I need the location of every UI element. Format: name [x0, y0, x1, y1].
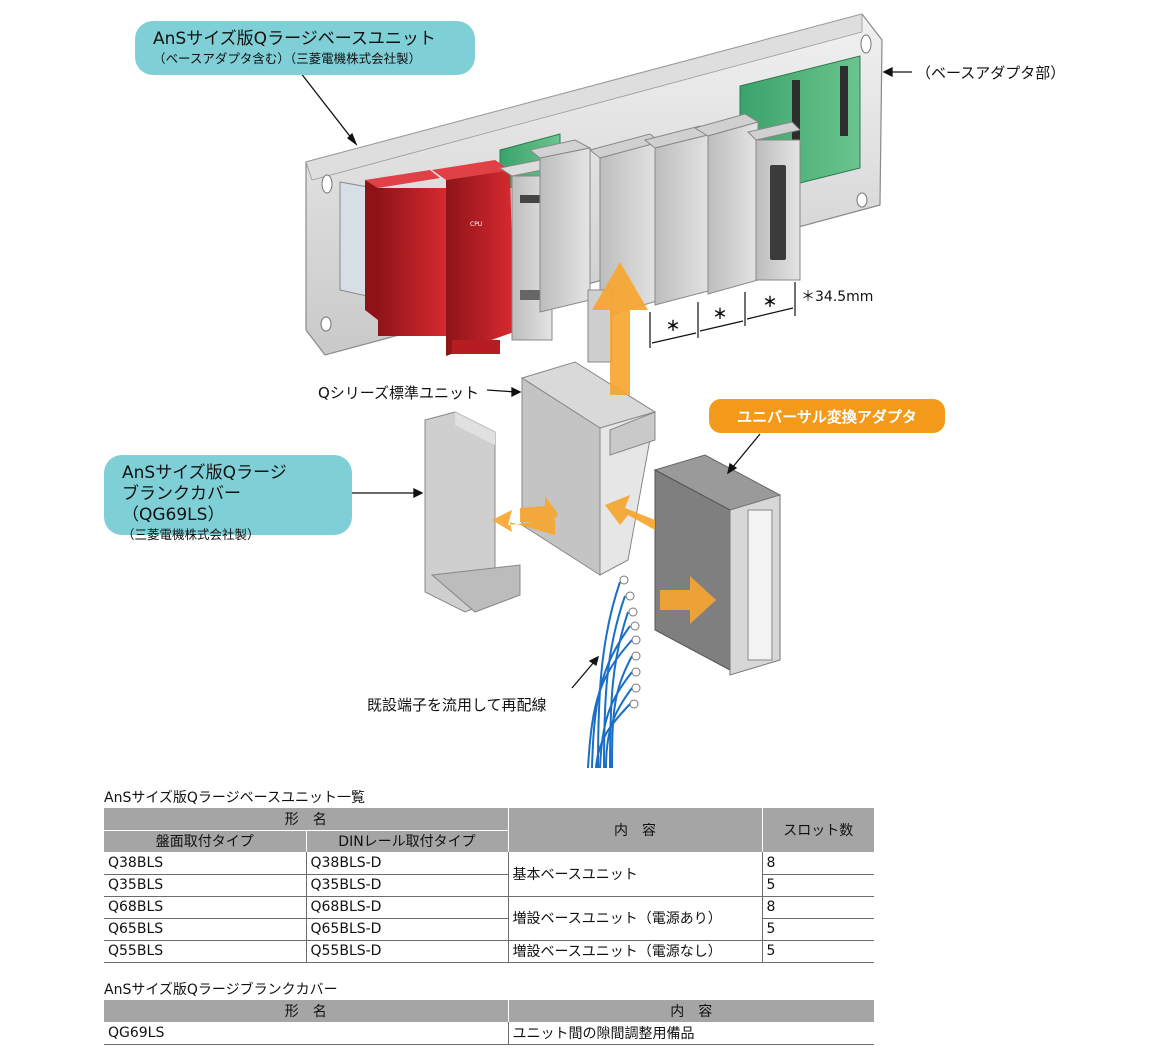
base-unit-table: 形 名 内 容 スロット数 盤面取付タイプ DINレール取付タイプ Q38BLS… [104, 808, 874, 963]
label-base-adapter: （ベースアダプタ部） [916, 64, 1066, 82]
table-cell: 5 [761, 874, 874, 897]
table-cell: 基本ベースユニット [507, 852, 762, 897]
table-cell: Q68BLS-D [305, 896, 508, 919]
red-plc-modules: CPU [365, 160, 514, 356]
table-cell: Q65BLS [104, 918, 306, 941]
table1-header-slots: スロット数 [762, 808, 874, 852]
table2-header-model: 形 名 [104, 1000, 509, 1022]
table-row: Q38BLS Q38BLS-D 基本ベースユニット 8 [104, 852, 874, 897]
svg-text:CPU: CPU [470, 221, 482, 228]
table-cell: Q68BLS [104, 896, 306, 919]
table-cell: 増設ベースユニット（電源あり） [507, 896, 762, 941]
pointer-arrows [299, 66, 912, 689]
label-star-1: ＊ [666, 319, 680, 335]
callout-base-unit: AnSサイズ版Qラージベースユニット （ベースアダプタ含む）（三菱電機株式会社製… [135, 21, 475, 75]
callout-blank-cover-title-1: AnSサイズ版Qラージ [122, 463, 287, 483]
field-wires [587, 581, 633, 769]
label-q-series: Qシリーズ標準ユニット [318, 384, 480, 402]
table-cell: QG69LS [104, 1022, 508, 1045]
table2-caption: AnSサイズ版Qラージブランクカバー [104, 982, 338, 998]
label-rewire: 既設端子を流用して再配線 [367, 696, 547, 714]
table-cell: ユニット間の隙間調整用備品 [507, 1022, 874, 1045]
table1-header-content: 内 容 [508, 808, 763, 852]
callout-base-unit-sub: （ベースアダプタ含む）（三菱電機株式会社製） [153, 51, 422, 66]
orange-arrows [492, 262, 716, 624]
callout-blank-cover-sub: （三菱電機株式会社製） [122, 527, 260, 542]
table-row: QG69LS ユニット間の隙間調整用備品 [104, 1022, 874, 1045]
table-cell: Q38BLS-D [305, 852, 508, 875]
table1-header-din: DINレール取付タイプ [306, 829, 509, 852]
dimension-lines [649, 282, 796, 348]
callout-blank-cover: AnSサイズ版Qラージ ブランクカバー（QG69LS） （三菱電機株式会社製） [104, 455, 352, 542]
table-cell: 8 [761, 896, 874, 919]
table-row: Q68BLS Q68BLS-D 増設ベースユニット（電源あり） 8 [104, 896, 874, 941]
blank-cover [424, 411, 521, 613]
table-cell: 増設ベースユニット（電源なし） [507, 940, 762, 963]
label-star-3: ＊ [763, 295, 777, 311]
table-cell: Q65BLS-D [305, 918, 508, 941]
table-row: Q35BLS Q35BLS-D 5 [104, 874, 874, 897]
callout-blank-cover-title-2: ブランクカバー（QG69LS） [122, 484, 241, 525]
table-cell: Q55BLS [104, 940, 306, 963]
table-cell: Q35BLS [104, 874, 306, 897]
table-cell: Q38BLS [104, 852, 306, 875]
table-cell: 5 [761, 940, 874, 963]
universal-adapter [653, 454, 782, 676]
table1-header-model: 形 名 [104, 808, 509, 830]
table-cell: 5 [761, 918, 874, 941]
table-row: Q55BLS Q55BLS-D 増設ベースユニット（電源なし） 5 [104, 940, 874, 963]
q-series-unit [520, 361, 657, 576]
hardware-illustration: CPU [299, 13, 912, 769]
label-star-2: ＊ [713, 307, 727, 323]
blank-cover-table: 形 名 内 容 QG69LS ユニット間の隙間調整用備品 [104, 1000, 874, 1045]
table1-header-panel: 盤面取付タイプ [104, 829, 307, 852]
callout-base-unit-title: AnSサイズ版Qラージベースユニット [153, 29, 436, 49]
table-cell: Q55BLS-D [305, 940, 508, 963]
label-pitch: ＊34.5mm [801, 289, 874, 305]
callout-universal-adapter: ユニバーサル変換アダプタ [709, 399, 945, 433]
table-cell: Q35BLS-D [305, 874, 508, 897]
table-cell: 8 [761, 852, 874, 875]
table2-header-content: 内 容 [508, 1000, 874, 1022]
table-row: Q65BLS Q65BLS-D 5 [104, 918, 874, 941]
table1-caption: AnSサイズ版Qラージベースユニット一覧 [104, 790, 365, 806]
